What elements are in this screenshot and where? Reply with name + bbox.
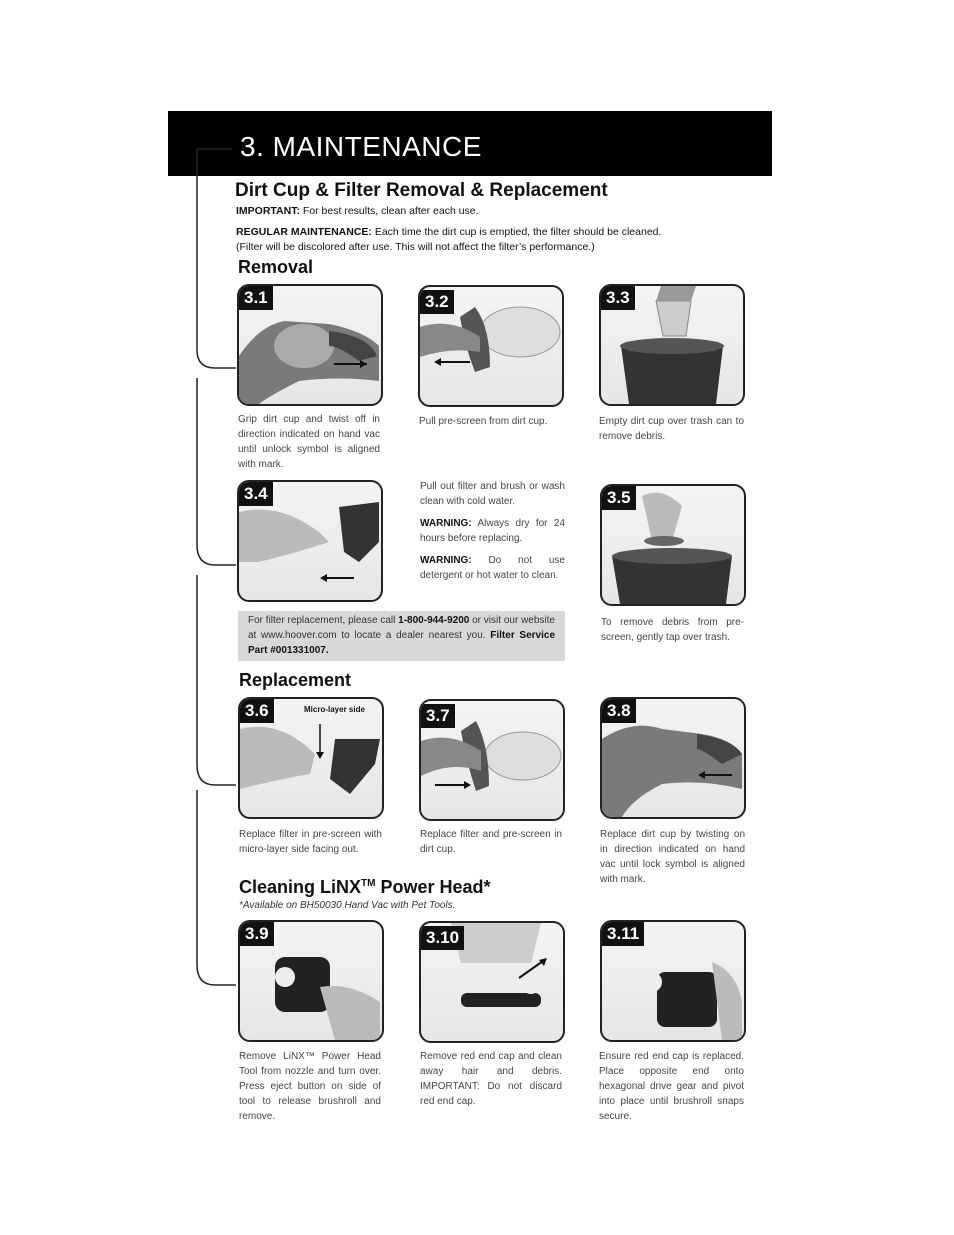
service-part: Filter Service Part #001331007.: [248, 630, 556, 656]
step-3-10-image: 3.10: [419, 921, 565, 1043]
trash-can-illustration: [620, 286, 724, 404]
step-number: 3.8: [602, 699, 636, 723]
removal-heading: Removal: [238, 257, 314, 277]
step-number: 3.1: [239, 286, 273, 310]
step-3-3-caption: Empty dirt cup over trash can to remove …: [599, 416, 744, 442]
filter-brush-illustration: [239, 502, 379, 582]
linx-footnote: *Available on BH50030 Hand Vac with Pet …: [239, 900, 456, 911]
step-3-9-image: 3.9: [238, 920, 384, 1042]
filter-in-pre-screen-illustration: [240, 724, 380, 794]
filter-in-dirt-cup-illustration: [421, 721, 562, 791]
step-3-5-image: 3.5: [600, 484, 746, 606]
warning-dry: WARNING: Always dry for 24 hours before …: [420, 518, 565, 544]
step-3-11-caption: Ensure red end cap is replaced. Place op…: [599, 1051, 744, 1122]
step-number: 3.2: [420, 290, 454, 314]
step-number: 3.7: [421, 704, 455, 728]
step-3-11-image: 3.11: [600, 920, 746, 1042]
step-number: 3.10: [421, 926, 465, 950]
tap-pre-screen-illustration: [612, 492, 732, 604]
step-number: 3.6: [240, 699, 274, 723]
step-number: 3.5: [602, 486, 636, 510]
step-number: 3.11: [602, 922, 645, 946]
step-3-10-caption: Remove red end cap and clean away hair a…: [420, 1051, 562, 1107]
micro-layer-label: Micro-layer side: [304, 705, 365, 714]
step-3-8-image: 3.8: [600, 697, 746, 819]
step-3-6-image: 3.6 Micro-layer side: [238, 697, 384, 819]
step-3-4-image: 3.4: [237, 480, 383, 602]
step-3-7-caption: Replace filter and pre-screen in dirt cu…: [420, 829, 562, 855]
phone-number: 1-800-944-9200: [398, 615, 470, 626]
step-3-1-image: 3.1: [237, 284, 383, 406]
pre-screen-illustration: [420, 306, 561, 372]
replacement-heading: Replacement: [239, 670, 352, 690]
step-3-3-image: 3.3: [599, 284, 745, 406]
step-number: 3.9: [240, 922, 274, 946]
step-3-5-caption: To remove debris from pre-screen, gently…: [601, 617, 744, 643]
brushroll-illustration: [451, 923, 547, 1007]
step-3-8-caption: Replace dirt cup by twisting on in direc…: [600, 829, 745, 885]
section-title: Dirt Cup & Filter Removal & Replacement: [235, 180, 608, 201]
step-3-4-caption: Pull out filter and brush or wash clean …: [420, 481, 565, 507]
step-number: 3.4: [239, 482, 273, 506]
step-3-2-image: 3.2: [418, 285, 564, 407]
step-number: 3.3: [601, 286, 635, 310]
filter-replacement-callout: For filter replacement, please call 1-80…: [238, 611, 565, 661]
power-head-illustration: [275, 957, 380, 1040]
regular-note-2: (Filter will be discolored after use. Th…: [236, 241, 595, 253]
linx-heading: Cleaning LiNXTM Power Head*: [239, 877, 491, 897]
important-note: IMPORTANT: For best results, clean after…: [236, 205, 479, 217]
reattach-dirt-cup-illustration: [602, 725, 742, 817]
maintenance-notes: IMPORTANT: For best results, clean after…: [236, 204, 736, 255]
step-3-9-caption: Remove LiNX™ Power Head Tool from nozzle…: [239, 1051, 381, 1122]
step-3-7-image: 3.7: [419, 699, 565, 821]
regular-note: REGULAR MAINTENANCE: Each time the dirt …: [236, 226, 662, 238]
step-3-6-caption: Replace filter in pre-screen with micro-…: [239, 829, 382, 855]
warning-detergent: WARNING: Do not use detergent or hot wat…: [420, 555, 565, 581]
step-3-1-caption: Grip dirt cup and twist off in direction…: [238, 414, 380, 470]
header-bar: [168, 111, 772, 176]
page-title: 3. MAINTENANCE: [240, 131, 482, 162]
step-3-2-caption: Pull pre-screen from dirt cup.: [419, 416, 548, 427]
reinstall-brushroll-illustration: [642, 962, 742, 1040]
hand-vac-illustration: [239, 321, 379, 404]
